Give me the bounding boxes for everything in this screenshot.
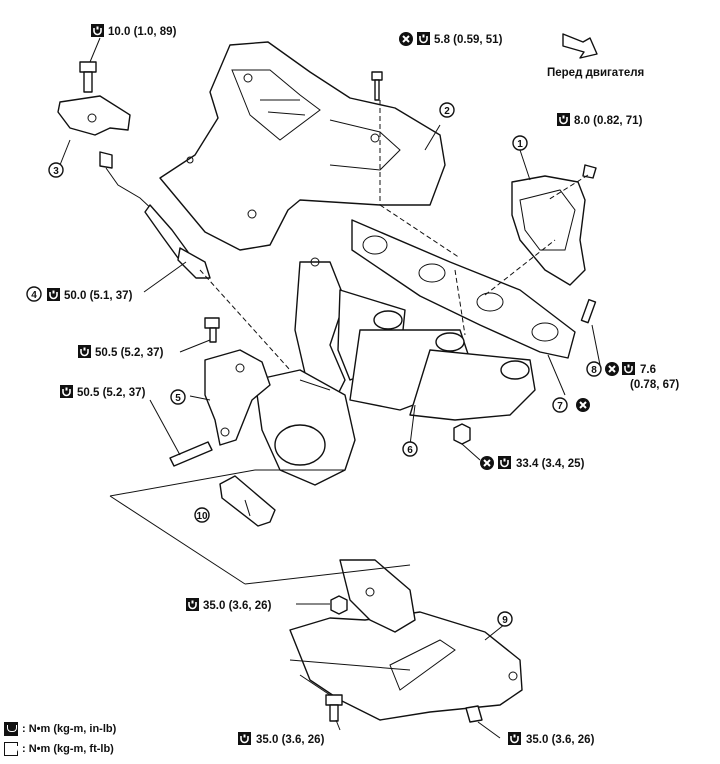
callout-10: 10	[194, 507, 210, 523]
svg-text:4: 4	[31, 290, 37, 301]
callout-4: 4	[26, 286, 42, 302]
exhaust-manifold	[254, 257, 536, 486]
svg-text:10: 10	[196, 511, 208, 522]
torque-lower-nut: 35.0 (3.6, 26)	[203, 600, 272, 612]
svg-text:7: 7	[557, 401, 563, 412]
callout-8: 8	[586, 361, 602, 377]
torque-icon	[416, 31, 431, 46]
torque-oxygen-sensor: 50.0 (5.1, 37)	[64, 290, 133, 302]
upper-heat-shield	[159, 41, 446, 251]
engine-front-arrow	[562, 33, 598, 59]
torque-icon	[237, 731, 252, 746]
callout-6: 6	[402, 441, 418, 457]
bracket-bolt	[204, 317, 220, 343]
lower-bolt-right	[465, 705, 483, 723]
torque-top-bolt: 10.0 (1.0, 89)	[108, 26, 177, 38]
engine-front-label: Перед двигателя	[547, 67, 644, 79]
torque-stud-nut-detail: (0.78, 67)	[630, 379, 679, 391]
no-reuse-icon	[604, 361, 620, 377]
sensor-bracket	[57, 95, 131, 136]
legend-ftlb-label: : N•m (kg-m, ft-lb)	[22, 743, 114, 755]
callout-5: 5	[170, 389, 186, 405]
oxygen-sensor	[99, 151, 291, 371]
bracket-stud-bolt	[169, 441, 213, 467]
torque-icon	[77, 344, 92, 359]
torque-cover-bolt: 5.8 (0.59, 51)	[434, 34, 503, 46]
leader-lines	[59, 37, 601, 739]
shield-bolt	[371, 71, 383, 101]
svg-text:9: 9	[502, 615, 508, 626]
manifold-nut	[453, 423, 471, 445]
svg-text:5: 5	[175, 393, 181, 404]
top-bolt	[79, 61, 97, 93]
callout-2: 2	[439, 102, 455, 118]
svg-text:8: 8	[591, 365, 597, 376]
right-heat-shield	[511, 175, 586, 286]
torque-icon	[185, 597, 200, 612]
manifold-gasket	[351, 219, 576, 359]
torque-icon	[46, 287, 61, 302]
torque-shield-bolt: 8.0 (0.82, 71)	[574, 115, 643, 127]
no-reuse-icon	[479, 455, 495, 471]
torque-lower-bolt-left: 35.0 (3.6, 26)	[256, 734, 325, 746]
torque-icon	[90, 23, 105, 38]
lower-bolt-left	[325, 694, 343, 722]
lower-nut	[330, 595, 348, 615]
no-reuse-icon	[398, 31, 414, 47]
callout-7: 7	[552, 397, 568, 413]
torque-bracket-bolt: 50.5 (5.2, 37)	[95, 347, 164, 359]
torque-icon	[556, 112, 571, 127]
callout-9: 9	[497, 611, 513, 627]
svg-text:3: 3	[53, 166, 59, 177]
legend-ftlb: : N•m (kg-m, ft-lb)	[4, 742, 114, 756]
legend-inlb-label: : N•m (kg-m, in-lb)	[22, 723, 117, 735]
no-reuse-icon	[575, 397, 591, 413]
torque-icon	[497, 455, 512, 470]
torque-stud-nut: 7.6	[640, 364, 656, 376]
manifold-bracket	[204, 349, 271, 446]
torque-ftlb-icon	[4, 742, 18, 756]
torque-stud: 50.5 (5.2, 37)	[77, 387, 146, 399]
svg-text:6: 6	[407, 445, 413, 456]
legend-inlb: : N•m (kg-m, in-lb)	[4, 722, 116, 736]
shield-bolt-small	[547, 164, 597, 201]
insulator-pad	[219, 475, 276, 527]
torque-manifold-nut: 33.4 (3.4, 25)	[516, 458, 585, 470]
callout-3: 3	[48, 162, 64, 178]
svg-text:2: 2	[444, 106, 450, 117]
lower-heat-shield	[289, 559, 523, 721]
stud	[580, 298, 597, 324]
torque-icon	[59, 384, 74, 399]
torque-icon	[621, 361, 636, 376]
torque-inlb-icon	[4, 722, 18, 736]
svg-text:1: 1	[517, 139, 523, 150]
torque-icon	[507, 731, 522, 746]
torque-lower-bolt-right: 35.0 (3.6, 26)	[526, 734, 595, 746]
callout-1: 1	[512, 135, 528, 151]
